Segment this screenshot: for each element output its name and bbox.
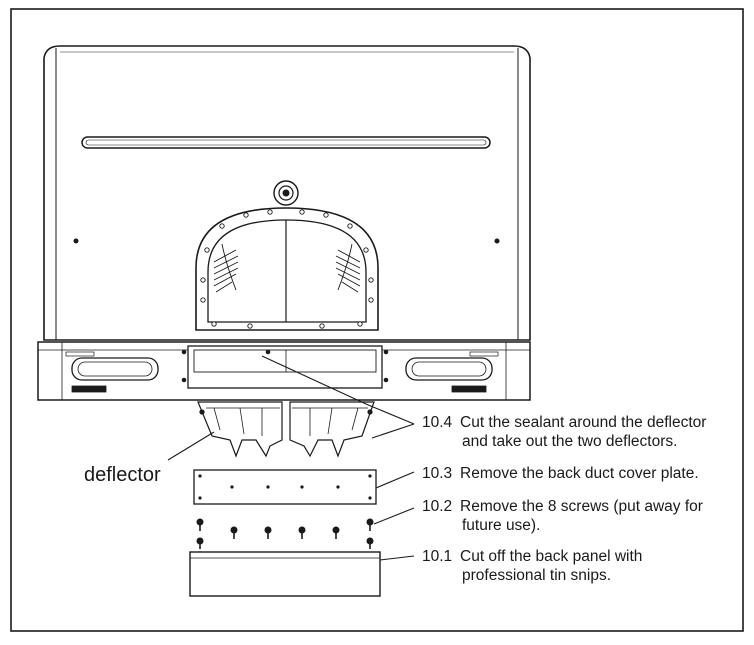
leader-10-3 — [375, 471, 415, 489]
step-10-2: 10.2 Remove the 8 screws (put away for f… — [422, 498, 703, 534]
back-panel-cutoff — [189, 551, 381, 597]
side-screw-right — [494, 238, 500, 244]
leader-10-1 — [379, 555, 415, 561]
step-text-line-1: Remove the back duct cover plate. — [460, 465, 699, 482]
screw-6 — [366, 518, 374, 531]
step-text-line-1: Remove the 8 screws (put away for — [460, 498, 703, 515]
back-duct-cover-plate — [193, 469, 377, 505]
step-number: 10.1 — [422, 548, 452, 565]
screw-7 — [196, 537, 204, 549]
top-slot — [81, 136, 491, 149]
screw-4 — [298, 526, 306, 539]
deflector-right — [289, 401, 375, 458]
round-fitting — [273, 180, 299, 206]
step-text-line-2: future use). — [462, 517, 540, 534]
screw-3 — [264, 526, 272, 539]
leader-10-4-sealant — [261, 355, 415, 425]
duct-opening — [195, 207, 379, 331]
step-number: 10.2 — [422, 498, 452, 515]
step-text-line-2: and take out the two deflectors. — [462, 433, 677, 450]
leader-10-4-deflector — [371, 423, 415, 439]
outer-frame — [10, 8, 744, 632]
step-number: 10.4 — [422, 414, 453, 431]
step-number: 10.3 — [422, 465, 452, 482]
deflector-left — [197, 401, 283, 458]
step-text-line-1: Cut the sealant around the deflector — [460, 414, 706, 431]
deflector-label: deflector — [84, 464, 161, 486]
step-10-3: 10.3 Remove the back duct cover plate. — [422, 465, 699, 482]
back-duct-cover-plate-installed — [181, 345, 389, 389]
leader-lines — [167, 355, 415, 561]
screw-2 — [230, 526, 238, 539]
leader-deflector — [167, 431, 215, 461]
step-10-1: 10.1 Cut off the back panel with profess… — [422, 548, 642, 584]
step-text-line-1: Cut off the back panel with — [460, 548, 642, 565]
screws — [196, 518, 374, 549]
step-text-line-2: professional tin snips. — [462, 567, 611, 584]
side-screw-left — [73, 238, 79, 244]
top-slot-inner — [85, 139, 487, 146]
screw-1 — [196, 518, 204, 531]
screw-5 — [332, 526, 340, 539]
step-10-4: 10.4 Cut the sealant around the deflecto… — [422, 414, 706, 450]
leader-10-2 — [373, 507, 415, 525]
screw-8 — [366, 537, 374, 549]
